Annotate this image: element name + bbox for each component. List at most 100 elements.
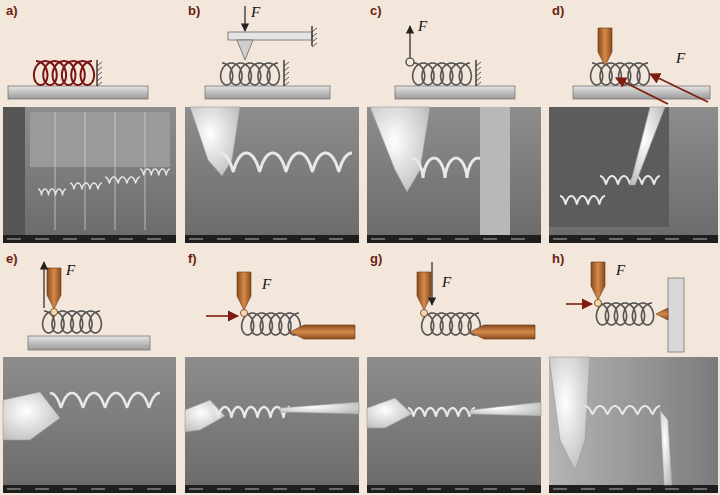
fixed-wall bbox=[311, 26, 312, 46]
wall-hatch bbox=[476, 82, 481, 86]
sem-probe bbox=[367, 398, 412, 428]
substrate bbox=[205, 86, 330, 99]
sem-info-mark bbox=[91, 488, 105, 490]
sem-info-mark bbox=[553, 238, 567, 240]
sem-info-mark bbox=[553, 488, 567, 490]
probe-tip-ball bbox=[421, 310, 428, 317]
wall-hatch bbox=[476, 72, 481, 76]
sem-helix bbox=[585, 406, 660, 414]
force-arrow bbox=[616, 78, 668, 104]
sem-image bbox=[3, 357, 176, 493]
cantilever bbox=[228, 32, 312, 40]
sem-background bbox=[185, 107, 359, 243]
force-arrow bbox=[206, 315, 238, 317]
sem-background bbox=[185, 357, 359, 493]
force-arrow bbox=[43, 262, 44, 308]
sem-info-mark bbox=[189, 238, 203, 240]
sem-info-mark bbox=[63, 488, 77, 490]
helix-coil bbox=[221, 63, 280, 85]
sem-info-mark bbox=[371, 238, 385, 240]
sem-info-mark bbox=[581, 488, 595, 490]
sem-info-mark bbox=[483, 238, 497, 240]
sem-info-mark bbox=[693, 238, 707, 240]
sem-info-bar bbox=[185, 485, 359, 493]
schematic-a bbox=[8, 60, 148, 99]
sem-line bbox=[85, 112, 86, 230]
panel-letter: e) bbox=[6, 252, 18, 266]
helix-coil bbox=[591, 63, 650, 85]
wall-hatch bbox=[284, 72, 289, 76]
grip-hook bbox=[406, 58, 414, 66]
probe-tip-ball bbox=[595, 300, 602, 307]
sem-probe bbox=[660, 410, 672, 485]
sem-info-mark bbox=[427, 488, 441, 490]
sem-info-mark bbox=[217, 488, 231, 490]
sem-line bbox=[115, 112, 116, 230]
sem-probe bbox=[280, 402, 359, 414]
force-arrow bbox=[650, 74, 708, 102]
sem-info-mark bbox=[245, 238, 259, 240]
wall-hatch bbox=[97, 82, 102, 86]
sem-background bbox=[367, 107, 541, 243]
fixed-wall bbox=[475, 60, 476, 86]
force-arrow bbox=[244, 6, 245, 31]
sem-background bbox=[367, 357, 541, 493]
sem-info-mark bbox=[245, 488, 259, 490]
sem-info-bar bbox=[3, 235, 176, 243]
vertical-probe bbox=[47, 268, 61, 309]
sem-info-mark bbox=[119, 488, 133, 490]
force-arrow bbox=[431, 262, 432, 305]
sem-helix bbox=[212, 407, 290, 417]
vertical-probe bbox=[598, 28, 612, 66]
schematic-e bbox=[28, 262, 150, 350]
sem-line bbox=[55, 112, 56, 230]
sem-info-bar bbox=[367, 485, 541, 493]
sem-probe bbox=[549, 357, 590, 470]
sem-image bbox=[3, 107, 176, 243]
sem-info-mark bbox=[273, 488, 287, 490]
force-arrow bbox=[409, 26, 410, 58]
sem-image bbox=[185, 107, 359, 243]
sem-info-mark bbox=[665, 488, 679, 490]
sem-info-mark bbox=[91, 238, 105, 240]
panel-letter: a) bbox=[6, 4, 18, 18]
sem-probe bbox=[3, 392, 60, 440]
wall-hatch bbox=[97, 72, 102, 76]
schematic-f bbox=[206, 272, 355, 339]
sem-helix bbox=[105, 177, 140, 183]
sem-pattern bbox=[30, 112, 170, 167]
fixed-wall bbox=[283, 60, 284, 86]
substrate bbox=[8, 86, 148, 99]
sem-info-bar bbox=[185, 235, 359, 243]
sem-info-mark bbox=[693, 488, 707, 490]
wall-hatch bbox=[476, 67, 481, 71]
force-arrow bbox=[566, 303, 592, 305]
sem-info-mark bbox=[301, 238, 315, 240]
force-label: F bbox=[418, 18, 427, 35]
sem-info-mark bbox=[581, 238, 595, 240]
schematic-g bbox=[417, 262, 535, 339]
wall-hatch bbox=[476, 62, 481, 66]
sem-post bbox=[480, 107, 510, 235]
sem-info-mark bbox=[119, 238, 133, 240]
vertical-probe bbox=[591, 262, 605, 300]
panel-letter: b) bbox=[188, 4, 200, 18]
sem-info-bar bbox=[549, 485, 718, 493]
sem-info-mark bbox=[63, 238, 77, 240]
wall-hatch bbox=[284, 82, 289, 86]
sem-image bbox=[549, 357, 718, 493]
wall-hatch bbox=[97, 62, 102, 66]
sem-background bbox=[549, 107, 718, 243]
schematic-b bbox=[205, 6, 330, 99]
sem-info-bar bbox=[549, 235, 718, 243]
sem-info-mark bbox=[399, 238, 413, 240]
force-label: F bbox=[442, 274, 451, 291]
sem-helix bbox=[70, 183, 102, 189]
sem-image bbox=[367, 357, 541, 493]
sem-info-mark bbox=[637, 488, 651, 490]
panel-letter: c) bbox=[370, 4, 382, 18]
sem-helix bbox=[140, 169, 170, 175]
post-tip bbox=[656, 308, 668, 320]
